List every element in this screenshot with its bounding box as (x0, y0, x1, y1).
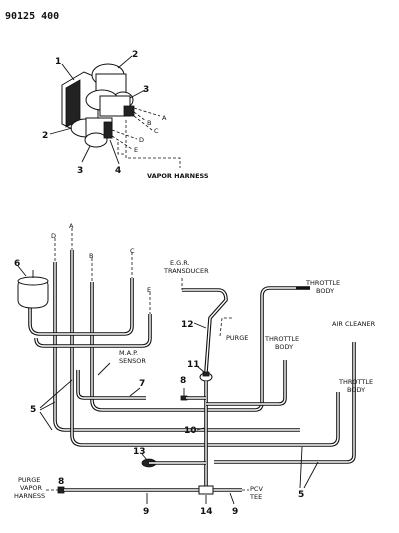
lower-solenoid-base (84, 132, 108, 148)
pcv-tee-label-line1: PCV (250, 485, 263, 493)
purge-vapor-harness-line2: VAPOR (20, 484, 43, 492)
purge-vapor-harness-line1: PURGE (18, 476, 40, 484)
hose-d (53, 262, 300, 432)
fitting-upper (180, 388, 206, 401)
callout-3-top: 3 (143, 85, 149, 95)
callout-5-right: 5 (298, 490, 304, 500)
port-letter-c: C (154, 127, 159, 135)
egr-transducer-label-line2: TRANSDUCER (163, 267, 209, 275)
map-sensor-hose (76, 370, 146, 400)
throttle-body-2-label-line2: BODY (275, 343, 293, 351)
hose-c (28, 278, 134, 336)
solenoid-assembly (61, 63, 135, 148)
port-letter-a: A (162, 114, 167, 122)
air-cleaner-label: AIR CLEANER (332, 320, 376, 328)
callout-3-lower: 3 (77, 166, 83, 176)
air-cleaner-hose (214, 342, 356, 464)
pcv-tee-label-line2: TEE (249, 493, 262, 501)
callout-6: 6 (14, 259, 20, 269)
callout-12: 12 (181, 320, 194, 330)
callout-8-upper: 8 (180, 376, 186, 386)
callout-14: 14 (200, 507, 213, 517)
throttle-body-1-label-line2: BODY (316, 287, 334, 295)
port-letter-d: D (139, 136, 144, 144)
hose-b (90, 282, 296, 412)
callout-11: 11 (187, 360, 200, 370)
line-letter-b: B (89, 252, 93, 260)
vacuum-reservoir-canister (17, 270, 49, 309)
throttle-body-3-label-line1: THROTTLE (338, 378, 373, 386)
callout-5-left: 5 (30, 405, 36, 415)
port-letter-b: B (147, 119, 151, 127)
callout-10: 10 (184, 426, 197, 436)
hose-e (34, 314, 152, 348)
vapor-harness-label: VAPOR HARNESS (147, 172, 209, 180)
callout-4: 4 (115, 166, 121, 176)
line-letter-e: E (147, 286, 151, 294)
throttle-body-hose-2 (206, 360, 287, 406)
port-letter-e: E (134, 146, 138, 154)
callout-8-lower: 8 (58, 477, 64, 487)
callout-7: 7 (139, 379, 145, 389)
purge-label: PURGE (226, 334, 248, 342)
egr-transducer-label-line1: E.G.R. (170, 259, 190, 267)
valve-ports-lower (103, 121, 113, 139)
map-sensor-label-line1: M.A.P. (119, 349, 138, 357)
line-letter-a: A (69, 222, 74, 230)
callout-13: 13 (133, 447, 146, 457)
line-letter-c: C (130, 247, 135, 255)
purge-hose-main (204, 288, 228, 373)
purge-vapor-harness-line3: HARNESS (14, 492, 45, 500)
tee-fitting-13 (141, 458, 206, 468)
callout-9-left: 9 (143, 507, 149, 517)
document-code: 90125 400 (5, 11, 59, 22)
purge-check-valve (199, 371, 213, 382)
map-sensor-label-line2: SENSOR (119, 357, 146, 365)
purge-vapor-hose (57, 485, 242, 495)
line-letter-d: D (51, 232, 56, 240)
callout-1-top: 1 (55, 57, 61, 67)
callout-2-top: 2 (132, 50, 138, 60)
callout-2-lower: 2 (42, 131, 48, 141)
throttle-body-1-label-line1: THROTTLE (305, 279, 340, 287)
callout-9-right: 9 (232, 507, 238, 517)
valve-ports-upper (123, 105, 135, 117)
throttle-body-3-label-line2: BODY (347, 386, 365, 394)
throttle-body-2-label-line1: THROTTLE (264, 335, 299, 343)
